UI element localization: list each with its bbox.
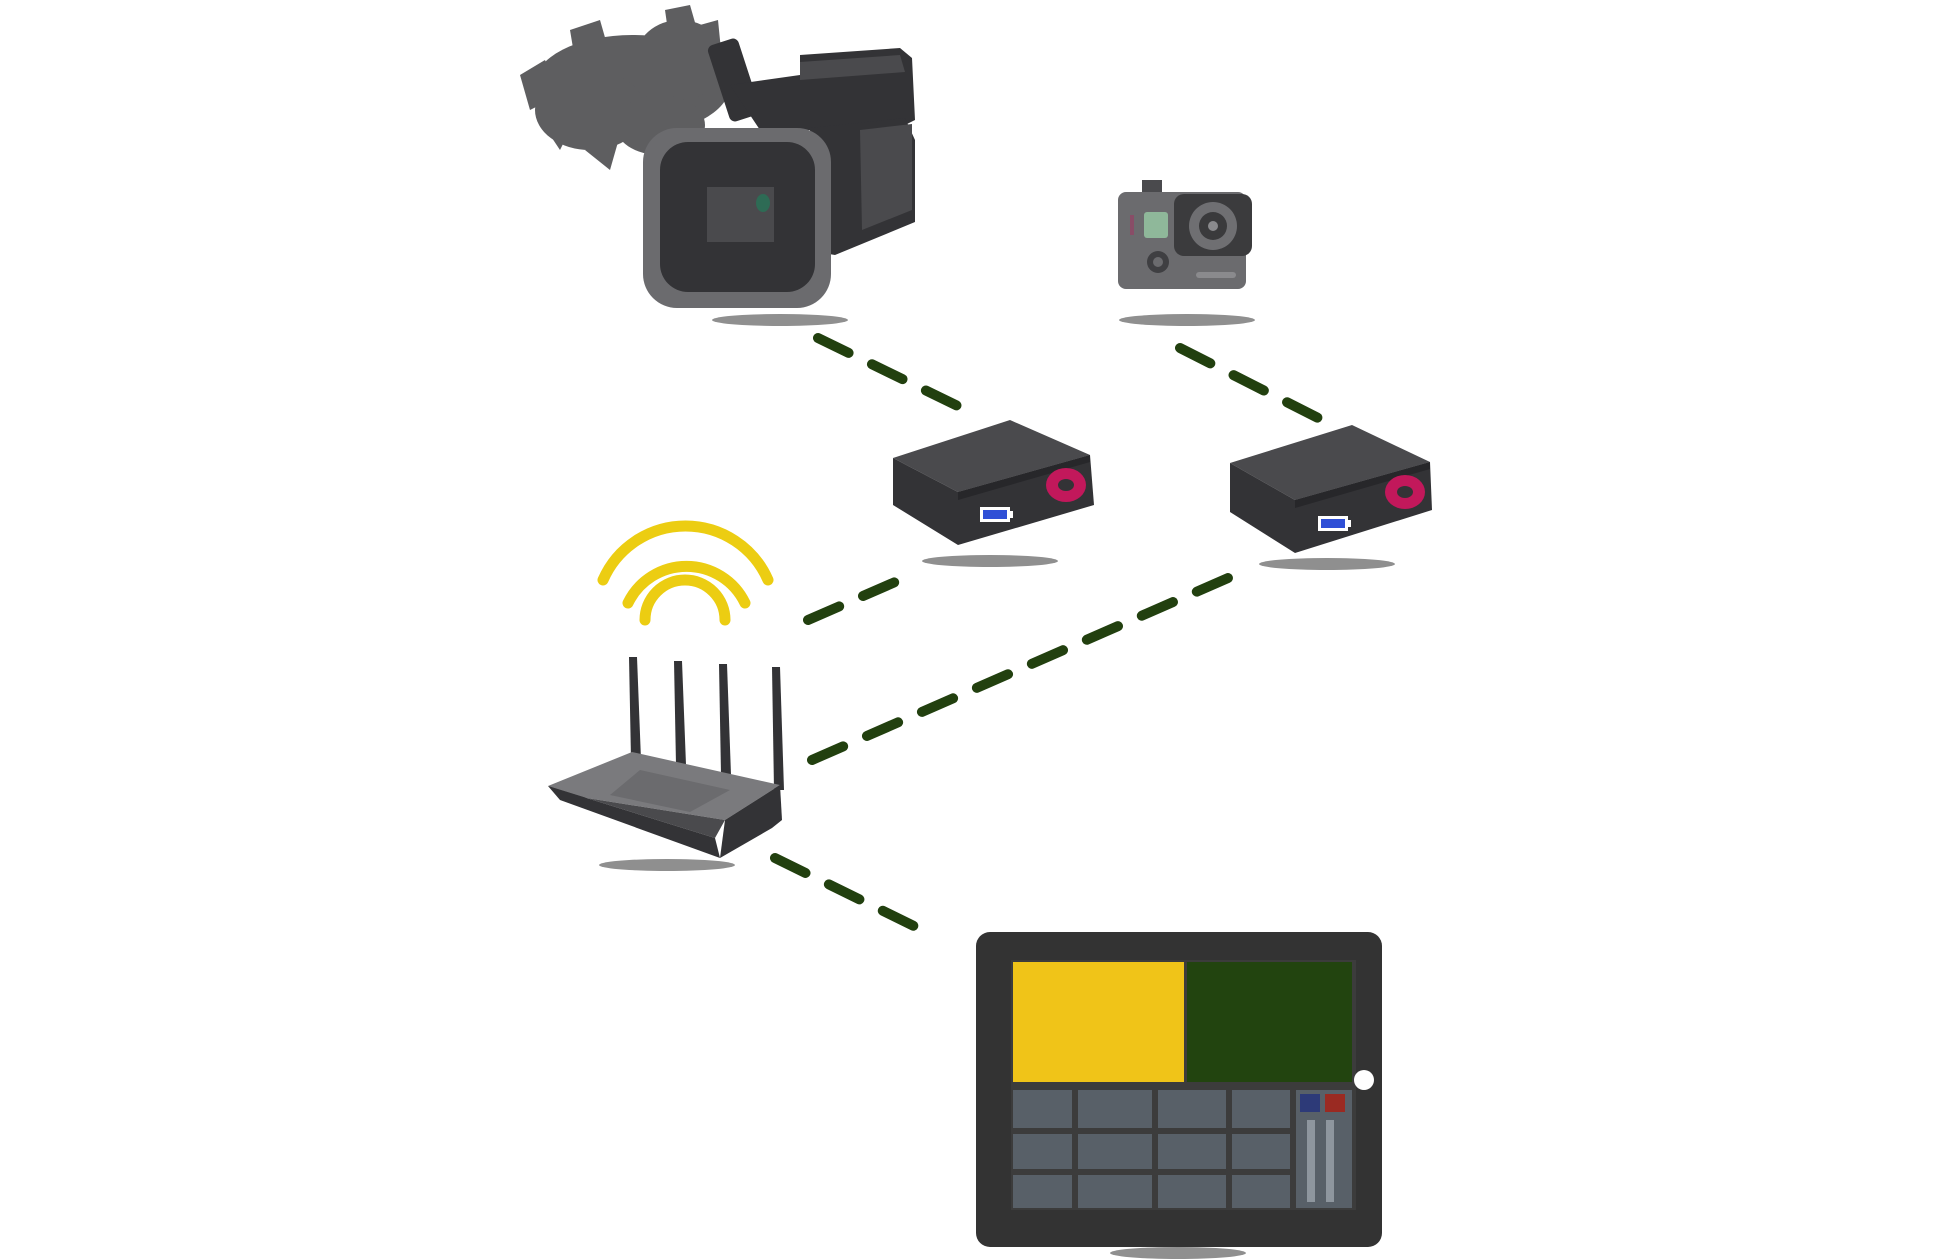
source-button-grid — [1013, 1090, 1290, 1208]
link-encoder-2-router — [807, 566, 1249, 765]
action-camera-shadow — [1119, 314, 1255, 326]
tablet-switcher-icon — [976, 932, 1382, 1259]
camcorder-shadow — [712, 314, 848, 326]
wifi-signal-icon — [597, 520, 774, 626]
wifi-router-icon — [548, 657, 784, 871]
encoder-2-shadow — [1259, 558, 1395, 570]
router-shadow — [599, 859, 735, 871]
encoder-box-icon — [1230, 425, 1432, 570]
microphone-windscreen — [520, 5, 730, 170]
preview-panel-yellow — [1013, 962, 1184, 1082]
program-panel-green — [1187, 962, 1352, 1082]
camcorder-icon — [520, 5, 915, 326]
mixer-panel — [1296, 1090, 1352, 1208]
link-encoder-1-router — [803, 574, 907, 625]
encoder-1-shadow — [922, 555, 1058, 567]
connection-links — [770, 333, 1335, 935]
link-router-tablet — [770, 853, 927, 935]
link-camcorder-encoder-1 — [813, 333, 973, 416]
encoder-box-icon — [893, 420, 1094, 567]
tablet-shadow — [1110, 1247, 1246, 1259]
action-camera-icon — [1118, 180, 1255, 326]
link-action-camera-encoder-2 — [1175, 343, 1335, 429]
